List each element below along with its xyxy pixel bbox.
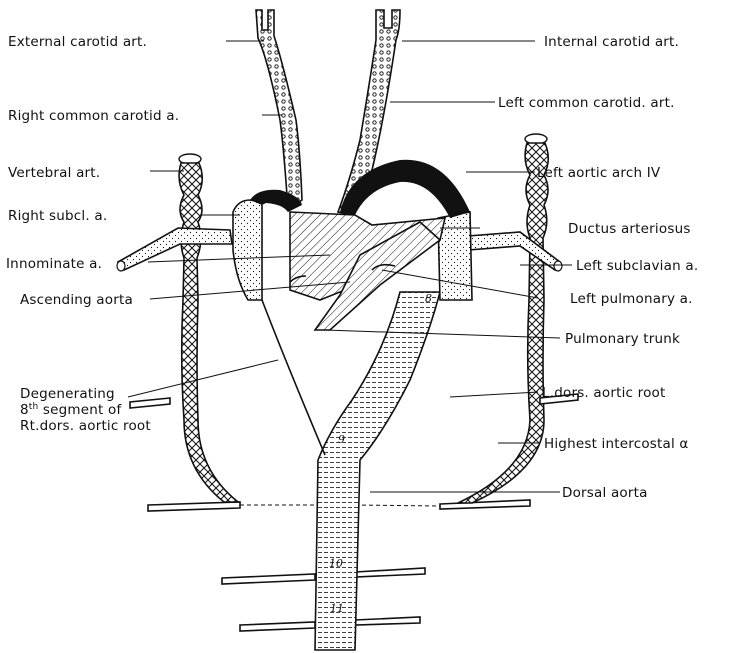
right-vertebral-artery <box>117 154 238 502</box>
label-left-dorsal-root: L.dors. aortic root <box>542 385 666 401</box>
label-pulmonary-trunk: Pulmonary trunk <box>565 331 680 347</box>
label-degenerating-line3: Rt.dors. aortic root <box>20 418 151 434</box>
label-left-pulmonary: Left pulmonary a. <box>570 291 693 307</box>
label-ascending-aorta: Ascending aorta <box>20 292 133 308</box>
label-right-common-carotid: Right common carotid a. <box>8 108 179 124</box>
label-internal-carotid: Internal carotid art. <box>544 34 679 50</box>
label-left-aortic-arch: Left aortic arch IV <box>537 165 661 181</box>
label-right-subclavian: Right subcl. a. <box>8 208 107 224</box>
label-innominate: Innominate a. <box>6 256 102 272</box>
segment-number-9: 9 <box>338 433 345 446</box>
label-degenerating-line1: Degenerating <box>20 386 115 402</box>
label-degenerating-line2: 8th segment of <box>20 402 122 418</box>
label-dorsal-aorta: Dorsal aorta <box>562 485 648 501</box>
label-vertebral: Vertebral art. <box>8 165 100 181</box>
label-left-common-carotid: Left common carotid. art. <box>498 95 675 111</box>
dorsal-aorta <box>250 292 440 650</box>
segment-number-11: 11 <box>330 602 344 615</box>
segment-number-10: 10 <box>329 557 343 570</box>
segment-number-8: 8 <box>425 292 432 305</box>
label-left-subclavian: Left subclavian a. <box>576 258 698 274</box>
label-highest-intercostal: Highest intercostal α <box>544 436 689 452</box>
label-ductus-arteriosus: Ductus arteriosus <box>568 221 691 237</box>
label-external-carotid: External carotid art. <box>8 34 147 50</box>
